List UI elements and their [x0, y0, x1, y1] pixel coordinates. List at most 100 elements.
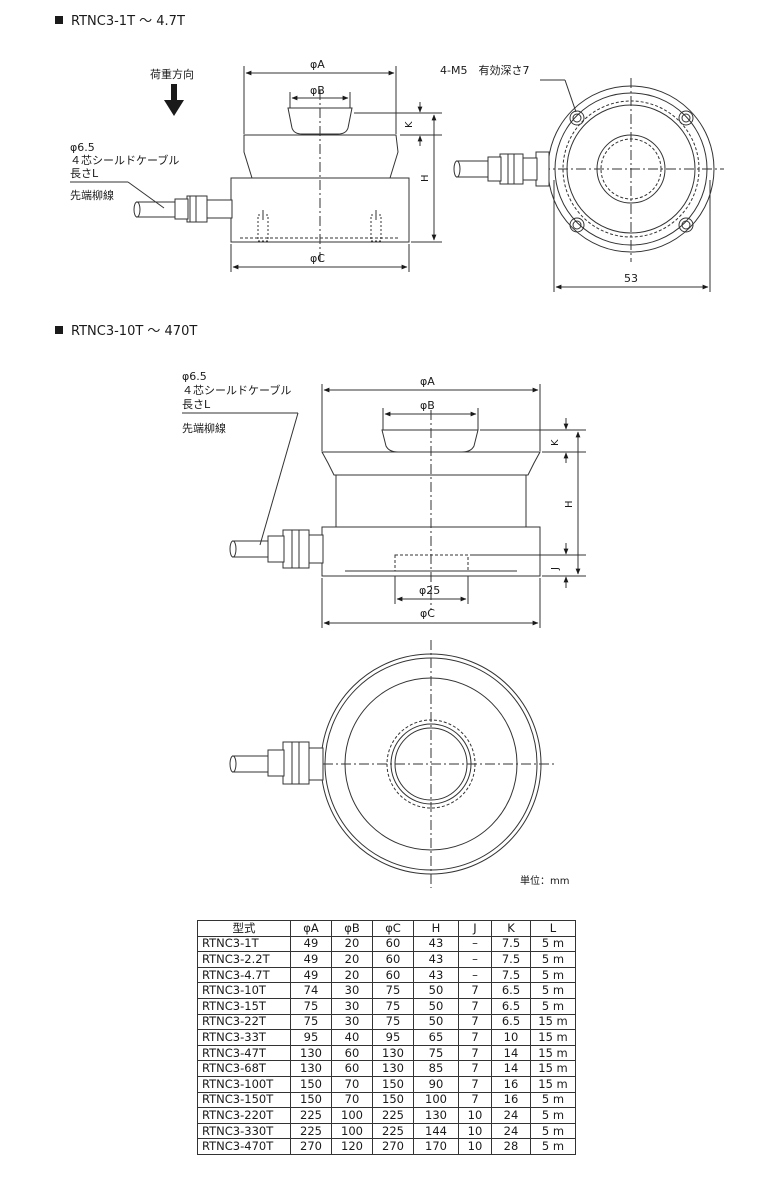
- table-cell: 6.5: [491, 1013, 531, 1031]
- drawing2-side-view: φA φB K H J φ25 φC φ6.5 ４芯シールドケーブル 長さL: [182, 370, 586, 628]
- table-cell: 5 m: [530, 1091, 576, 1109]
- table-cell: 75: [372, 982, 414, 999]
- table-cell-model: RTNC3-4.7T: [197, 966, 291, 984]
- table-cell: 5 m: [530, 935, 576, 953]
- table-cell: 74: [290, 982, 332, 999]
- table-cell: 150: [372, 1075, 414, 1093]
- table-cell: 24: [491, 1107, 531, 1124]
- table-cell: 130: [413, 1107, 459, 1124]
- table-cell-model: RTNC3-47T: [197, 1044, 291, 1062]
- table-cell: 225: [290, 1122, 332, 1140]
- table-cell: 60: [372, 935, 414, 953]
- cable-type-label: ４芯シールドケーブル: [70, 153, 179, 167]
- table-cell: 7.5: [491, 935, 531, 953]
- table-cell: 60: [372, 951, 414, 968]
- table-cell: 6.5: [491, 997, 531, 1015]
- header-b: φB: [331, 920, 373, 937]
- dim-53-label: 53: [624, 272, 638, 285]
- dim-c-label: φC: [310, 252, 325, 265]
- table-cell: 90: [413, 1075, 459, 1093]
- dim-h-label: H: [420, 174, 431, 182]
- section-title-text: RTNC3-10T ～ 470T: [71, 324, 198, 339]
- header-model: 型式: [197, 920, 291, 937]
- table-cell: 24: [491, 1122, 531, 1140]
- table-cell: 60: [331, 1060, 373, 1077]
- table-cell: 270: [372, 1138, 414, 1155]
- table-cell: 7: [458, 1029, 492, 1046]
- table-cell: 43: [413, 951, 459, 968]
- drawing2-top-view: [229, 640, 557, 888]
- cable-diameter-label: φ6.5: [182, 370, 207, 383]
- table-cell-model: RTNC3-150T: [197, 1091, 291, 1109]
- table-cell: 75: [290, 997, 332, 1015]
- table-cell: 16: [491, 1091, 531, 1109]
- table-cell: –: [458, 951, 492, 968]
- table-cell: 40: [331, 1029, 373, 1046]
- header-a: φA: [290, 920, 332, 937]
- table-cell: 75: [413, 1044, 459, 1062]
- dim-k-label: K: [404, 121, 415, 128]
- table-cell: 75: [372, 1013, 414, 1031]
- section-title-large: RTNC3-10T ～ 470T: [55, 320, 197, 339]
- bullet-square-icon: [55, 326, 63, 334]
- table-cell: 225: [372, 1107, 414, 1124]
- table-cell: 150: [372, 1091, 414, 1109]
- table-cell-model: RTNC3-68T: [197, 1060, 291, 1077]
- table-cell: 170: [413, 1138, 459, 1155]
- thread-note-label: 4-M5 有効深さ7: [440, 63, 529, 77]
- table-cell: 5 m: [530, 982, 576, 999]
- bolt-holes: [569, 110, 694, 233]
- table-cell: 7: [458, 1060, 492, 1077]
- drawing1-side-view: 荷重方向 φA φB: [70, 58, 442, 272]
- table-cell-model: RTNC3-33T: [197, 1029, 291, 1046]
- table-cell: 50: [413, 1013, 459, 1031]
- table-cell: 7.5: [491, 966, 531, 984]
- cable-type-label: ４芯シールドケーブル: [182, 383, 291, 397]
- table-cell: 30: [331, 997, 373, 1015]
- table-cell: 28: [491, 1138, 531, 1155]
- load-direction-label: 荷重方向: [150, 67, 194, 81]
- table-cell: 225: [372, 1122, 414, 1140]
- table-cell: 225: [290, 1107, 332, 1124]
- table-cell: 43: [413, 966, 459, 984]
- table-cell: 7: [458, 982, 492, 999]
- table-cell: 49: [290, 935, 332, 953]
- unit-label: 単位：mm: [520, 876, 570, 887]
- dim-k-label: K: [550, 439, 561, 446]
- dim-25-label: φ25: [419, 584, 440, 597]
- table-cell: 95: [372, 1029, 414, 1046]
- table-cell: 100: [413, 1091, 459, 1109]
- table-cell: 150: [290, 1091, 332, 1109]
- table-cell: –: [458, 935, 492, 953]
- table-cell-model: RTNC3-330T: [197, 1122, 291, 1140]
- table-cell: 7: [458, 997, 492, 1015]
- dim-b-label: φB: [310, 84, 325, 97]
- table-cell: 7: [458, 1013, 492, 1031]
- table-cell: 14: [491, 1044, 531, 1062]
- table-cell: 70: [331, 1075, 373, 1093]
- table-cell: 7: [458, 1091, 492, 1109]
- table-cell: 43: [413, 935, 459, 953]
- table-cell: 5 m: [530, 1138, 576, 1155]
- table-cell: 130: [290, 1060, 332, 1077]
- header-l: L: [530, 920, 576, 937]
- table-cell: 60: [372, 966, 414, 984]
- table-cell-model: RTNC3-2.2T: [197, 951, 291, 968]
- cable-length-label: 長さL: [182, 398, 211, 411]
- header-h: H: [413, 920, 459, 937]
- table-cell: 20: [331, 951, 373, 968]
- dim-a-label: φA: [310, 58, 325, 71]
- table-cell: 70: [331, 1091, 373, 1109]
- drawing1-top-view: 4-M5 有効深さ7 53: [440, 63, 724, 292]
- table-cell: –: [458, 966, 492, 984]
- table-cell: 5 m: [530, 1107, 576, 1124]
- load-arrow-icon: [164, 84, 184, 116]
- table-cell: 95: [290, 1029, 332, 1046]
